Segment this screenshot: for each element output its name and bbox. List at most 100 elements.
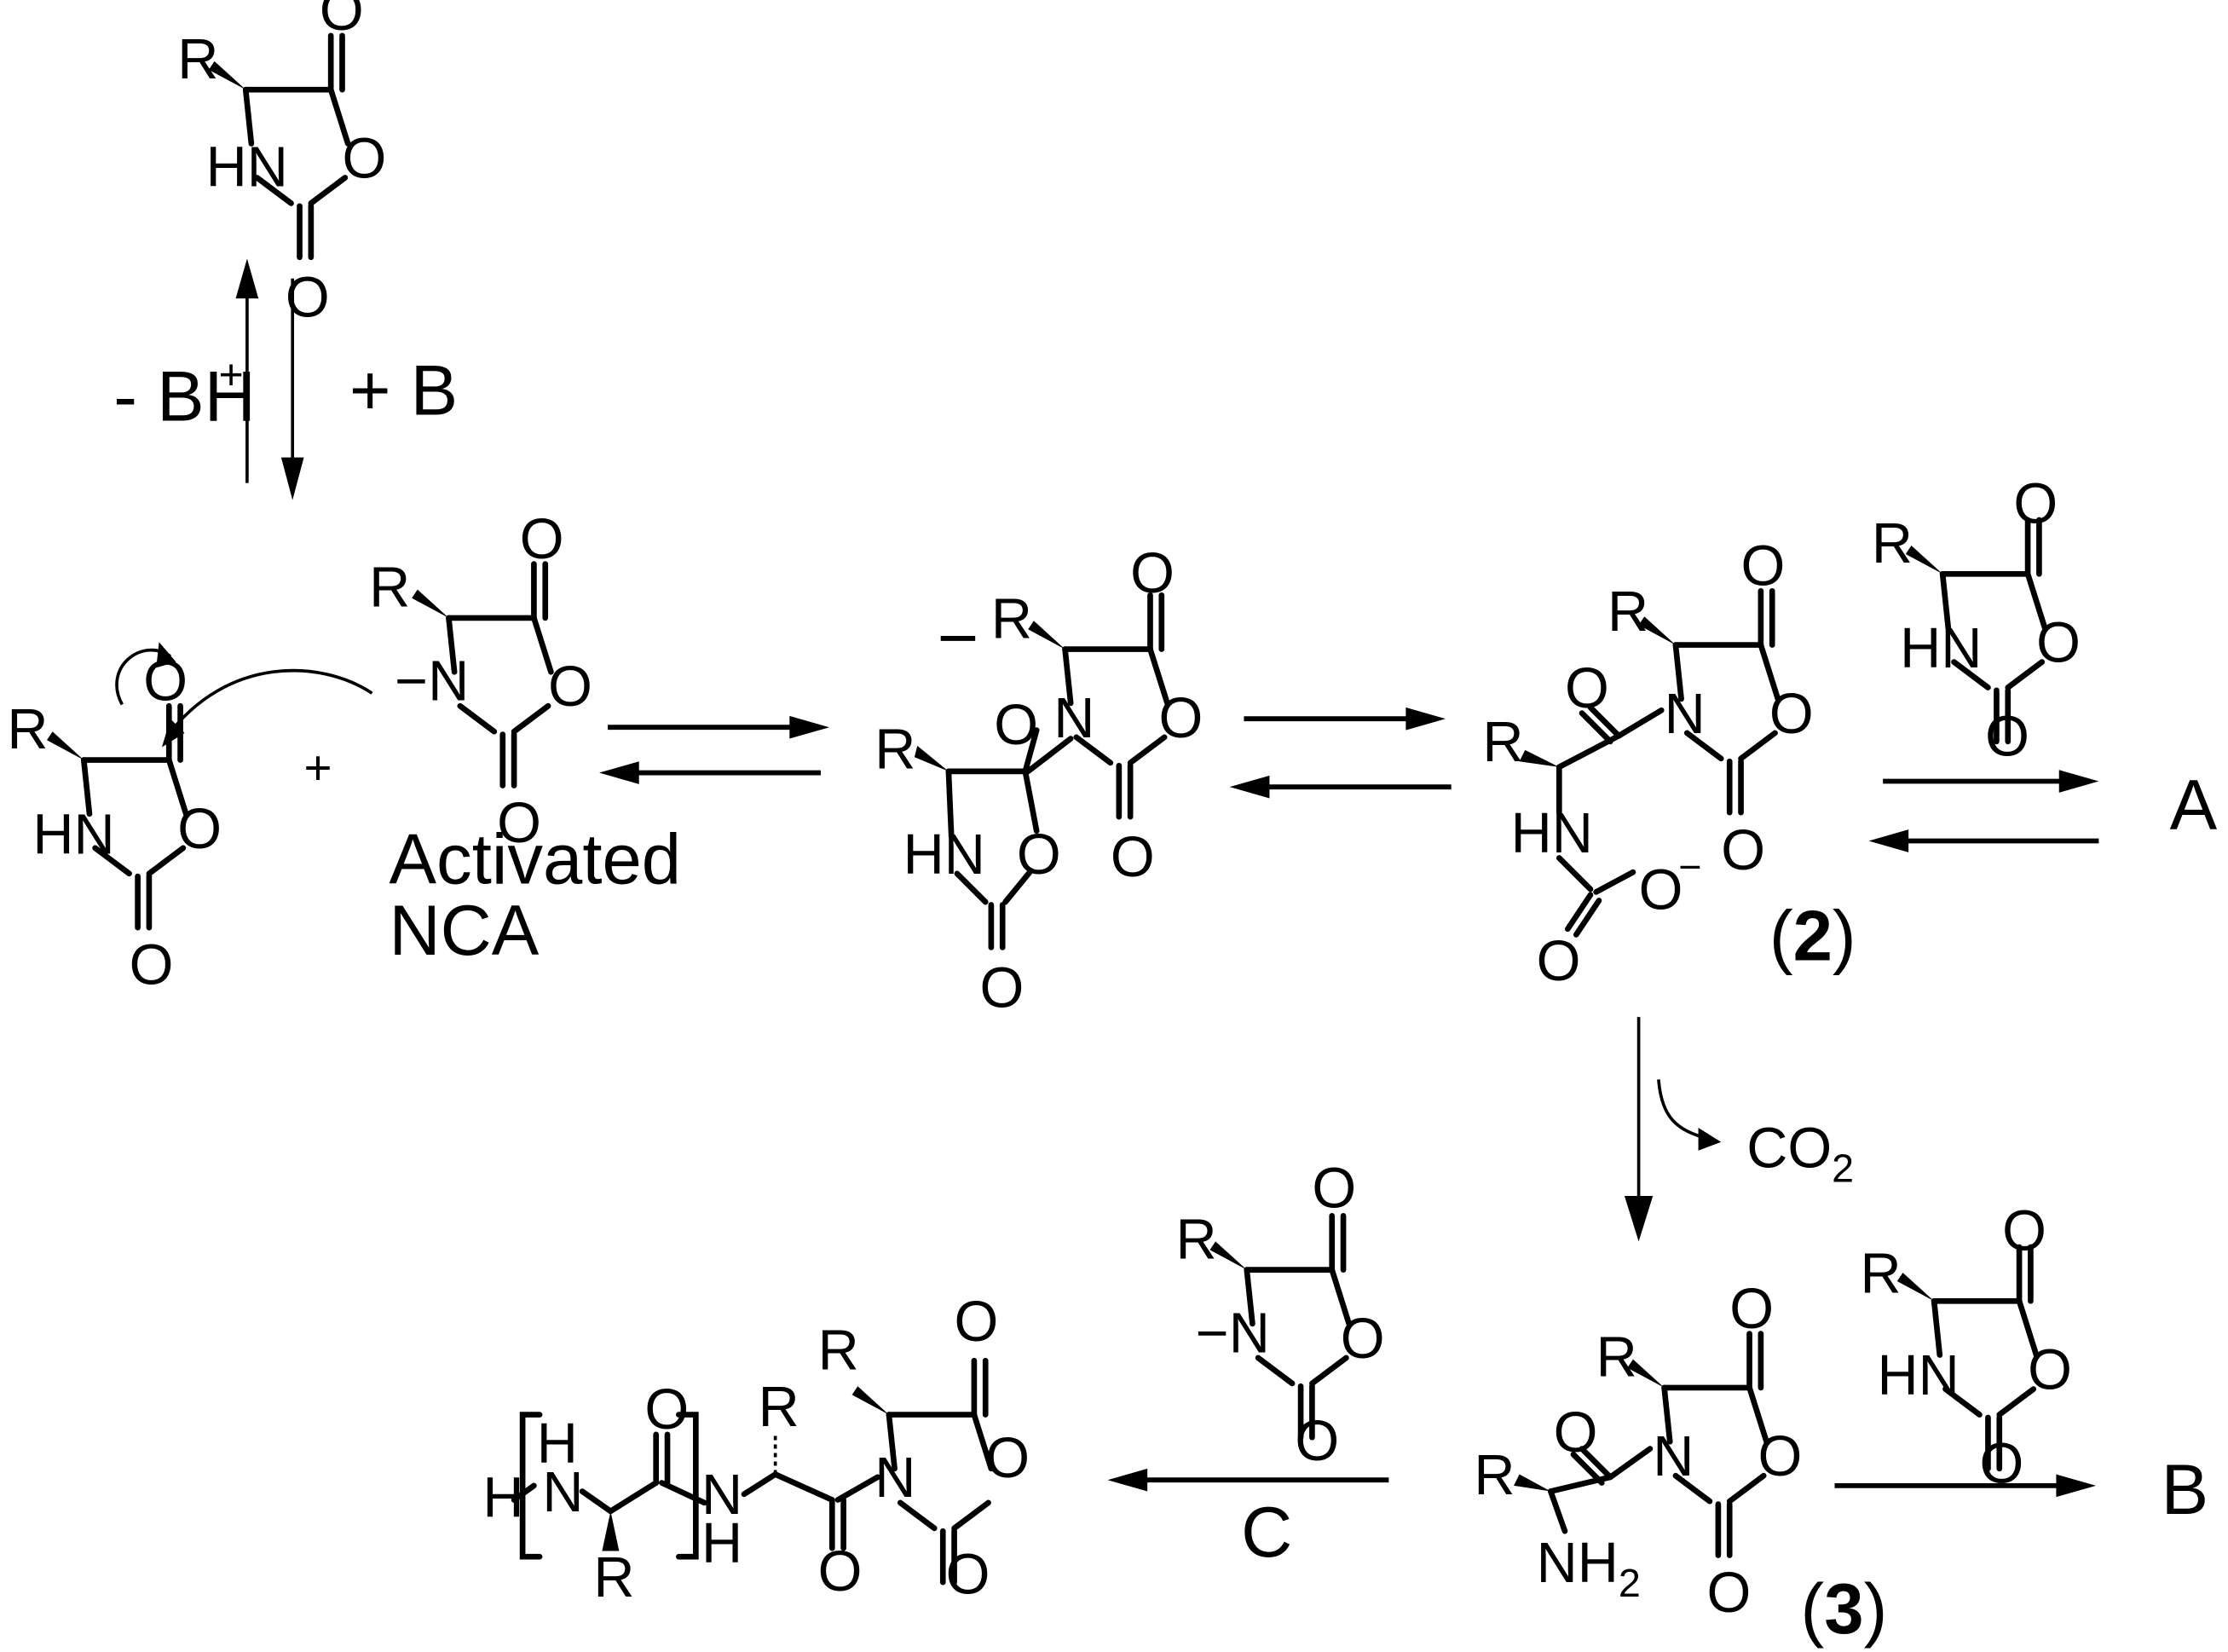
- poly-ring-o-carbonyl-label: O: [955, 1291, 999, 1354]
- co2-c-label: CO: [1746, 1118, 1832, 1181]
- c3-nh2-subscript: 2: [1619, 1561, 1641, 1605]
- label-nca: NCA: [389, 891, 539, 970]
- arrow-down-head-icon: [280, 457, 304, 500]
- c3-r-acyl-label: R: [1474, 1444, 1515, 1507]
- nca-a-o-ring-label: O: [2036, 612, 2081, 675]
- forward-arrow-head-icon: [1405, 707, 1446, 731]
- tetra-upper-r-label: R: [991, 587, 1032, 650]
- tetra-lower-o-label: O: [980, 956, 1025, 1020]
- nca-left-o-ring-label: O: [177, 798, 222, 861]
- nca-top-hn-label: HN: [206, 136, 288, 199]
- nca-top: R O O HN O: [177, 0, 386, 330]
- compound-3-number: 3: [1824, 1569, 1863, 1649]
- attack-arrow: [166, 668, 373, 737]
- compound-3-label: (3): [1801, 1569, 1888, 1649]
- tetra-upper-o-lower-label: O: [1111, 826, 1155, 889]
- poly-o-label: O: [644, 1378, 689, 1441]
- nca-activated-minus-n-label: −N: [395, 650, 469, 713]
- tetra-upper-o-carbonyl-label: O: [1130, 542, 1175, 605]
- c3-nh-label: NH: [1537, 1532, 1619, 1595]
- nca-b-o-carbonyl-label: O: [2002, 1199, 2046, 1262]
- tetra-o-minus-label: O: [994, 694, 1038, 757]
- c2-hn-label: HN: [1511, 802, 1593, 865]
- nca-top-o-ring-label: O: [343, 127, 387, 190]
- nca-activated-r-label: R: [369, 557, 410, 620]
- reaction-arrow-b: [1834, 1474, 2097, 1498]
- c2-o-acyl-label: O: [1565, 657, 1609, 720]
- c3-o-acyl-label: O: [1554, 1401, 1598, 1464]
- decarboxylation-arrow: CO2: [1624, 1017, 1854, 1242]
- nca-activated-o-ring-label: O: [548, 656, 592, 719]
- co2-arrow-head-icon: [1698, 1128, 1722, 1151]
- poly-n-label: N: [542, 1461, 583, 1524]
- c3-r-label: R: [1596, 1326, 1637, 1389]
- compound-2: R O O N O O R HN O − O (2): [1482, 535, 1856, 993]
- nca-b-hn-label: HN: [1877, 1344, 1959, 1407]
- equilibrium-arrows-2: [1229, 707, 1452, 799]
- c3-o-ring-label: O: [1758, 1425, 1803, 1488]
- tetrahedral-intermediate: R O O N O R O HN O O −: [874, 542, 1203, 1020]
- tetra-upper-n-label: N: [1053, 687, 1094, 750]
- nca-a-r-label: R: [1872, 512, 1913, 575]
- attack-arrow-head-icon: [161, 719, 185, 748]
- reverse-arrow-head-icon: [1107, 1468, 1148, 1492]
- nca-top-o-carbonyl-label: O: [320, 0, 364, 43]
- nca-b-r-label: R: [1860, 1242, 1901, 1305]
- nca-left-r-label: R: [7, 698, 48, 761]
- polypeptide-product: H H N R O N H R O R O O N O: [482, 1291, 1030, 1609]
- label-bh-superscript: +: [219, 351, 244, 399]
- tetra-lower-hn-label: HN: [903, 823, 985, 887]
- co2-label: CO2: [1746, 1118, 1854, 1191]
- c3-o-carbonyl-label: O: [1729, 1278, 1774, 1341]
- nca-c-minus-n-label: −N: [1196, 1302, 1270, 1365]
- equilibrium-arrows-a: [1868, 770, 2099, 852]
- tetra-lower-r-label: R: [874, 719, 915, 782]
- equilibrium-arrows-1: [599, 715, 829, 784]
- c3-n-label: N: [1653, 1425, 1694, 1488]
- forward-arrow-head-icon: [2056, 1474, 2097, 1498]
- nca-c-r-label: R: [1175, 1208, 1216, 1271]
- forward-arrow-head-icon: [2058, 770, 2099, 793]
- plus-sign: +: [304, 742, 332, 795]
- c2-o-ring-label: O: [1769, 683, 1814, 746]
- tetra-negative-charge: −: [938, 598, 979, 678]
- poly-ring-n-label: N: [874, 1447, 915, 1510]
- poly-ring-r-label: R: [818, 1319, 859, 1382]
- poly-ring-o-lower-label: O: [946, 1543, 990, 1606]
- nca-c-o-ring-label: O: [1341, 1308, 1385, 1371]
- c2-r-acyl-label: R: [1482, 711, 1523, 774]
- forward-arrow-head-icon: [789, 715, 829, 739]
- compound-3: R O O N O O R NH2 (3): [1474, 1278, 1887, 1649]
- nca-top-r-label: R: [177, 28, 218, 91]
- product-b-label: B: [2162, 1450, 2209, 1529]
- deprotonation-equilibrium: - BH + + B: [113, 258, 458, 500]
- nca-path-c: R O O −N O: [1175, 1157, 1384, 1473]
- nca-a-o-carbonyl-label: O: [2013, 472, 2058, 535]
- nca-left-o-lower-label: O: [130, 934, 174, 997]
- tetra-upper-o-ring-label: O: [1158, 687, 1203, 750]
- compound-2-label: (2): [1769, 896, 1856, 975]
- c2-r-label: R: [1608, 581, 1648, 644]
- poly-h-label: H: [537, 1412, 578, 1476]
- label-minus-bh: - BH: [113, 356, 256, 436]
- nca-activated-o-lower-label: O: [497, 792, 541, 855]
- poly-r2-label: R: [759, 1376, 799, 1439]
- reverse-arrow-head-icon: [1229, 775, 1270, 799]
- nca-path-b: R O O HN O: [1860, 1199, 2071, 1495]
- nca-c-o-lower-label: O: [1295, 1410, 1339, 1473]
- arrow-up-head-icon: [235, 258, 259, 299]
- c2-o-carbonyl-label: O: [1741, 535, 1786, 598]
- c2-o-carboxylate-label: O: [1639, 858, 1683, 921]
- c2-o-lower-label: O: [1721, 819, 1765, 882]
- co2-subscript: 2: [1832, 1146, 1854, 1190]
- nca-a-hn-label: HN: [1900, 617, 1982, 680]
- reverse-arrow-head-icon: [1868, 829, 1909, 852]
- c2-o-carboxyl-label: O: [1537, 930, 1581, 993]
- reverse-arrow-head-icon: [599, 761, 639, 784]
- label-plus-b: + B: [349, 351, 458, 430]
- nca-left: R O O HN O: [7, 650, 222, 997]
- poly-nh-h-label: H: [701, 1512, 742, 1575]
- product-c-label: C: [1241, 1493, 1292, 1572]
